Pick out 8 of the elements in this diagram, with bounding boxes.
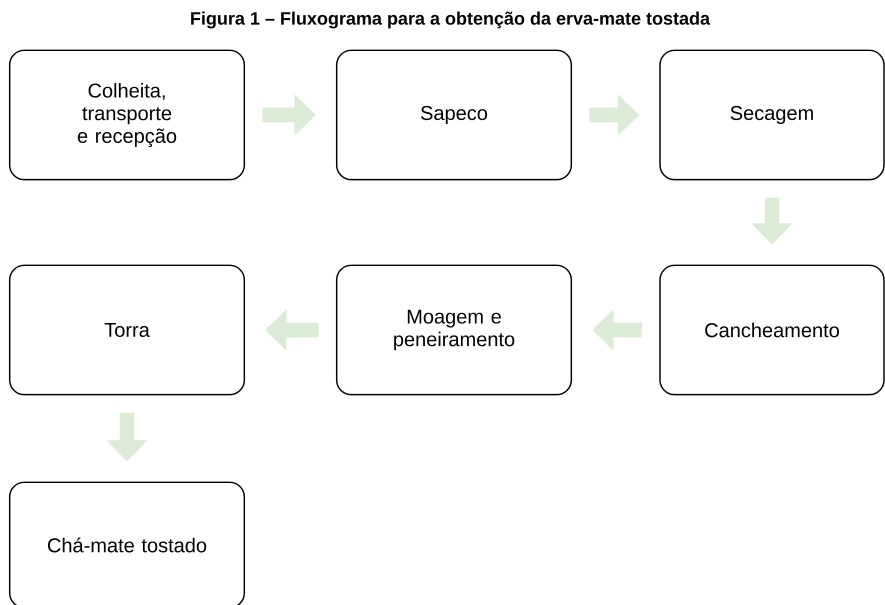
process-box: Secagem — [659, 50, 885, 180]
process-box: Sapeco — [336, 50, 572, 180]
process-box: Chá-mate tostado — [8, 482, 246, 605]
process-box: Colheita, transporte e recepção — [8, 50, 246, 180]
process-box: Torra — [8, 264, 246, 396]
process-box: Moagem e peneiramento — [336, 264, 572, 396]
process-box: Cancheamento — [659, 264, 885, 396]
title: Figura 1 – Fluxograma para a obtenção da erva-mate tostada — [191, 12, 710, 28]
